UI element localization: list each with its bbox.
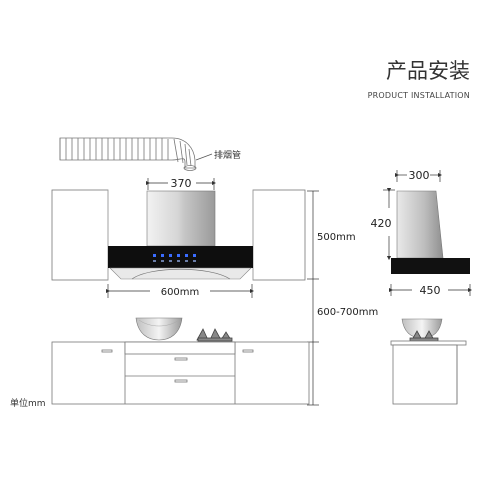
dim-side-depth-label: 450 <box>420 284 441 297</box>
hood-side-panel <box>391 258 470 274</box>
hood-glass-panel <box>108 246 253 268</box>
wok-front <box>135 317 183 341</box>
wall-cabinet-right <box>252 189 306 281</box>
control-leds-dim <box>153 260 196 262</box>
range-hood-side <box>391 190 470 274</box>
exhaust-pipe-leader <box>195 153 213 161</box>
hood-bottom-shape <box>131 268 231 280</box>
exhaust-pipe <box>59 137 197 171</box>
dim-chimney-width-label: 370 <box>171 177 192 190</box>
dim-side-top <box>394 170 443 182</box>
wok-side <box>401 318 443 339</box>
dim-hood-width <box>105 284 255 298</box>
page-subtitle: PRODUCT INSTALLATION <box>368 91 470 100</box>
hood-bottom-tray <box>109 267 252 280</box>
wall-cabinet-left <box>51 189 109 281</box>
base-cabinet-side <box>390 340 467 405</box>
dim-hood-height-label: 500mm <box>317 232 356 243</box>
page-title: 产品安装 <box>386 59 470 83</box>
dim-side-depth <box>388 284 473 296</box>
control-leds <box>153 254 196 257</box>
burner-front <box>196 328 233 342</box>
dim-chimney-width <box>145 178 217 190</box>
exhaust-pipe-label: 排烟管 <box>214 149 241 161</box>
hood-side-chimney <box>396 190 444 259</box>
dim-side-top-label: 300 <box>409 169 430 182</box>
dim-side-height <box>383 187 395 261</box>
dim-install-height-label: 600-700mm <box>317 307 378 318</box>
hood-chimney <box>146 190 216 247</box>
base-cabinet-front <box>51 341 310 405</box>
dim-hood-width-label: 600mm <box>161 287 200 298</box>
dim-side-height-label: 420 <box>371 217 392 230</box>
range-hood-front <box>108 190 253 280</box>
unit-label: 单位mm <box>10 397 46 409</box>
